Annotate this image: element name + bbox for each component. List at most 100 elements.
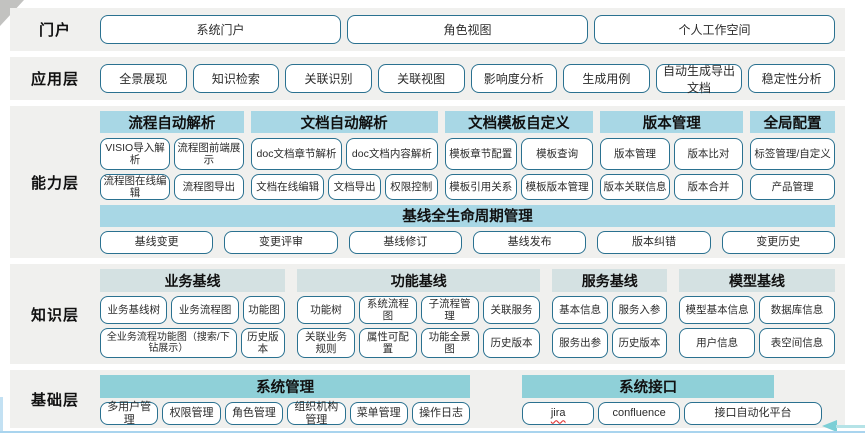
capability-content: 流程自动解析 VISIO导入解析 流程图前端展示 流程图在线编辑 流程图导出 文…	[100, 106, 845, 258]
group-header: 功能基线	[297, 269, 541, 292]
diagram-node: 基线发布	[472, 230, 587, 254]
group-header: 版本管理	[600, 111, 744, 133]
node-system-portal: 系统门户	[100, 15, 341, 44]
diagram-node: 版本比对	[673, 138, 744, 170]
diagram-node: 属性可配置	[358, 328, 417, 358]
diagram-node: 基线变更	[100, 230, 214, 254]
layer-label-capability: 能力层	[30, 174, 79, 192]
diagram-node: 文档导出	[328, 174, 381, 200]
layer-application: 应用层 全景展现 知识检索 关联识别 关联视图 影响度分析 生成用例 自动生成导…	[10, 57, 845, 100]
node-jira: jira	[522, 402, 595, 425]
node-auto-export-doc: 自动生成导出文档	[655, 64, 743, 95]
diagram-node: VISIO导入解析	[100, 138, 170, 170]
group-header: 模型基线	[679, 269, 835, 292]
jira-label: jira	[550, 407, 566, 420]
diagram-node: 模板章节配置	[444, 138, 517, 170]
diagram-node: 数据库信息	[759, 296, 836, 324]
group-header: 系统接口	[522, 375, 775, 398]
group-header: 全局配置	[750, 111, 835, 133]
layer-label-application: 应用层	[30, 71, 79, 88]
group-doc-parse: 文档自动解析 doc文档章节解析 doc文档内容解析 文档在线编辑 文档导出 权…	[250, 111, 438, 200]
diagram-node: 组织机构管理	[287, 401, 346, 426]
diagram-node: 模板查询	[520, 138, 594, 170]
diagram-node: 菜单管理	[349, 402, 408, 425]
group-header: 文档模板自定义	[444, 111, 594, 133]
group-business-baseline: 业务基线 业务基线树 业务流程图 功能图 全业务流程功能图（搜索/下钻展示） 历…	[100, 269, 286, 358]
node-knowledge-search: 知识检索	[192, 64, 280, 93]
diagram-node: doc文档章节解析	[250, 138, 343, 170]
diagram-node: 功能树	[297, 296, 355, 324]
group-service-baseline: 服务基线 基本信息 服务入参 服务出参 历史版本	[552, 269, 668, 358]
node-personal-workspace: 个人工作空间	[594, 15, 835, 44]
node-relation-identify: 关联识别	[285, 64, 372, 93]
node-impact-analysis: 影响度分析	[470, 64, 558, 93]
layer-label-base: 基础层	[30, 391, 79, 409]
diagram-node: 关联服务	[482, 296, 541, 324]
group-header: 文档自动解析	[250, 111, 438, 133]
diagram-node: 流程图在线编辑	[100, 174, 170, 200]
group-system-mgmt: 系统管理 多用户管理 权限管理 角色管理 组织机构管理 菜单管理 操作日志	[100, 375, 471, 426]
group-version-mgmt: 版本管理 版本管理 版本比对 版本关联信息 版本合并	[600, 111, 744, 200]
node-generate-usecase: 生成用例	[563, 64, 650, 93]
diagram-node: 业务流程图	[171, 296, 239, 324]
diagram-node: 基线修订	[348, 230, 462, 254]
page-edge-line	[0, 397, 3, 433]
diagram-node: 表空间信息	[759, 328, 836, 358]
diagram-node: 模型基本信息	[679, 296, 756, 324]
diagram-node: 模板引用关系	[444, 174, 517, 200]
diagram-node: 流程图导出	[173, 174, 244, 200]
application-row: 全景展现 知识检索 关联识别 关联视图 影响度分析 生成用例 自动生成导出文档 …	[100, 57, 845, 100]
diagram-node: 权限管理	[162, 402, 221, 425]
knowledge-content: 业务基线 业务基线树 业务流程图 功能图 全业务流程功能图（搜索/下钻展示） 历…	[100, 264, 845, 364]
diagram-node: 功能图	[242, 296, 286, 324]
pointer-arrow-icon	[822, 420, 865, 432]
node-interface-automation: 接口自动化平台	[684, 402, 822, 425]
layer-portal: 门户 系统门户 角色视图 个人工作空间	[10, 8, 845, 51]
diagram-node: 子流程管理	[420, 296, 479, 324]
group-header: 服务基线	[552, 269, 668, 292]
diagram-node: 版本合并	[673, 174, 744, 200]
group-global-config: 全局配置 标签管理/自定义 产品管理	[750, 111, 835, 200]
page-bottom-line	[0, 431, 865, 433]
layer-label-portal: 门户	[38, 22, 71, 39]
diagram-node: 功能全景图	[420, 328, 479, 358]
diagram-node: 操作日志	[411, 402, 471, 425]
node-confluence: confluence	[598, 402, 681, 425]
capability-groups: 流程自动解析 VISIO导入解析 流程图前端展示 流程图在线编辑 流程图导出 文…	[100, 111, 835, 200]
node-relation-view: 关联视图	[377, 64, 465, 93]
diagram-node: 全业务流程功能图（搜索/下钻展示）	[100, 328, 237, 358]
group-function-baseline: 功能基线 功能树 系统流程图 子流程管理 关联服务 关联业务规则 属性可配置 功…	[297, 269, 541, 358]
diagram-node: 角色管理	[224, 402, 284, 425]
diagram-node: 服务出参	[552, 328, 608, 358]
layer-label-knowledge: 知识层	[30, 306, 79, 324]
diagram-node: 变更历史	[721, 230, 835, 254]
diagram-node: 变更评审	[224, 230, 338, 254]
diagram-node: 版本关联信息	[600, 174, 670, 200]
diagram-node: 关联业务规则	[297, 328, 355, 358]
group-template-custom: 文档模板自定义 模板章节配置 模板查询 模板引用关系 模板版本管理	[444, 111, 594, 200]
node-role-view: 角色视图	[347, 15, 588, 44]
base-groups: 系统管理 多用户管理 权限管理 角色管理 组织机构管理 菜单管理 操作日志 系统…	[100, 375, 835, 426]
group-process-parse: 流程自动解析 VISIO导入解析 流程图前端展示 流程图在线编辑 流程图导出	[100, 111, 244, 200]
group-model-baseline: 模型基线 模型基本信息 数据库信息 用户信息 表空间信息	[679, 269, 836, 358]
layer-knowledge: 知识层 业务基线 业务基线树 业务流程图 功能图 全业务流程功能图（搜索/下钻展…	[10, 264, 845, 364]
diagram-node: 服务入参	[611, 296, 668, 324]
baseline-lifecycle-header: 基线全生命周期管理	[100, 205, 835, 227]
diagram-node: 用户信息	[679, 328, 756, 358]
group-header: 流程自动解析	[100, 111, 244, 133]
portal-row: 系统门户 角色视图 个人工作空间	[100, 8, 845, 51]
diagram-node: 流程图前端展示	[173, 138, 244, 170]
diagram-node: 文档在线编辑	[250, 174, 325, 200]
diagram-node: 多用户管理	[100, 401, 159, 426]
diagram-node: 业务基线树	[100, 296, 168, 324]
diagram-node: 版本纠错	[597, 230, 711, 254]
base-content: 系统管理 多用户管理 权限管理 角色管理 组织机构管理 菜单管理 操作日志 系统…	[100, 370, 845, 428]
diagram-node: 版本管理	[600, 138, 670, 170]
diagram-node: 历史版本	[240, 328, 286, 358]
node-panorama: 全景展现	[100, 64, 187, 93]
diagram-node: 历史版本	[611, 328, 668, 358]
spacer	[470, 375, 522, 425]
layer-capability: 能力层 流程自动解析 VISIO导入解析 流程图前端展示 流程图在线编辑 流程图…	[10, 106, 845, 258]
baseline-row: 基线变更 变更评审 基线修订 基线发布 版本纠错 变更历史	[100, 230, 835, 254]
group-header: 系统管理	[100, 375, 471, 398]
